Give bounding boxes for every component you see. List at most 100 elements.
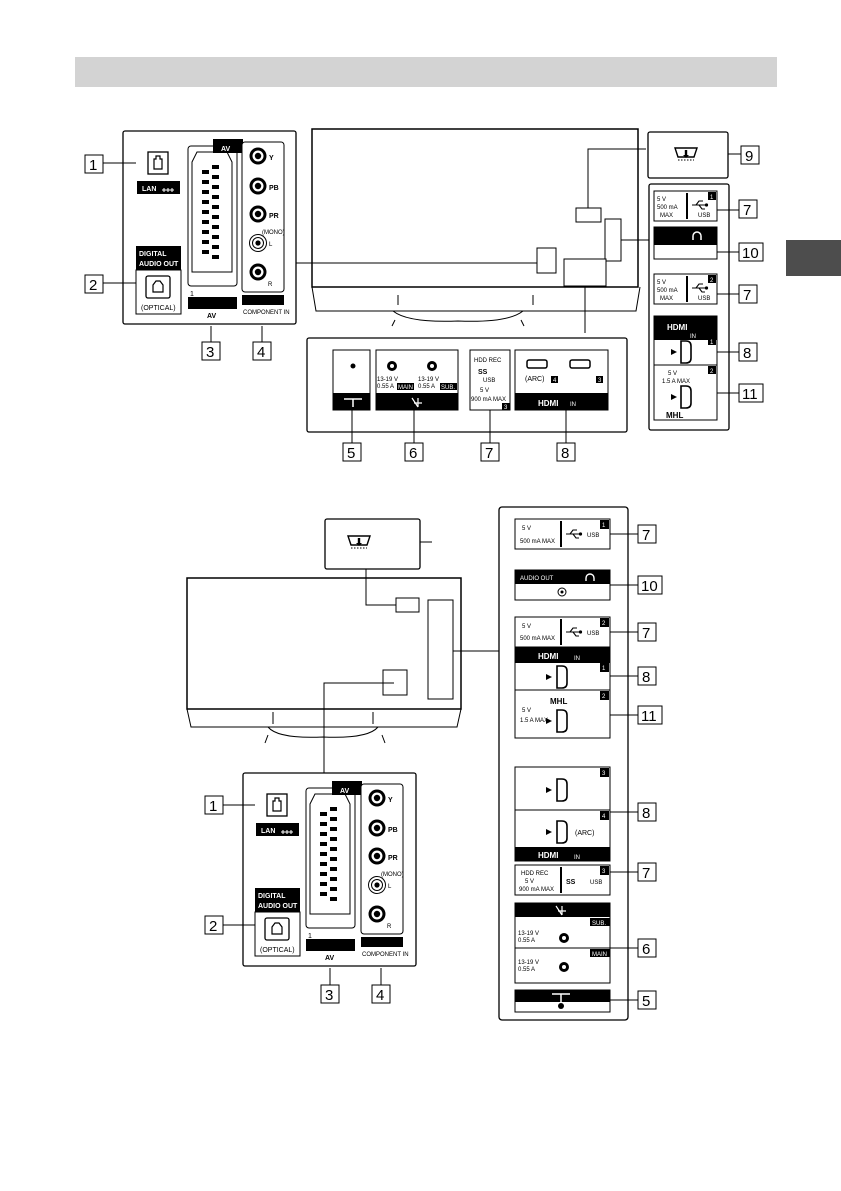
- svg-text:LAN: LAN: [261, 828, 275, 835]
- top-side-panel: 5 V 500 mA MAX USB 1 AUDIO OUT 5 V 500 m…: [648, 183, 730, 431]
- svg-text:SUB.: SUB.: [441, 385, 455, 391]
- svg-text:AUDIO OUT: AUDIO OUT: [520, 576, 554, 582]
- svg-text:5 V: 5 V: [480, 388, 489, 394]
- svg-text:2: 2: [234, 142, 238, 149]
- svg-text:MAIN: MAIN: [398, 385, 413, 391]
- svg-text:1: 1: [602, 666, 606, 672]
- svg-text:7: 7: [642, 865, 650, 882]
- svg-text:5 V: 5 V: [522, 624, 531, 630]
- bottom-scart-block: 1 AV: [305, 787, 356, 962]
- svg-text:4: 4: [257, 344, 265, 361]
- svg-text:AV: AV: [221, 146, 231, 153]
- svg-text:(OPTICAL): (OPTICAL): [141, 305, 176, 312]
- top-digital-audio-out: DIGITAL AUDIO OUT (OPTICAL): [135, 246, 182, 315]
- svg-text:3: 3: [602, 869, 606, 875]
- svg-text:500 mA: 500 mA: [657, 288, 678, 294]
- bottom-digital-audio-out: DIGITAL AUDIO OUT (OPTICAL): [254, 888, 301, 957]
- svg-text:HDMI: HDMI: [538, 652, 558, 661]
- svg-text:COMPONENT IN: COMPONENT IN: [243, 310, 290, 316]
- svg-text:0.55 A: 0.55 A: [518, 938, 535, 944]
- svg-text:IN: IN: [574, 855, 580, 861]
- top-ir-blaster-jack: 9: [647, 131, 760, 179]
- svg-text:4: 4: [376, 987, 384, 1004]
- svg-text:5: 5: [347, 445, 355, 462]
- svg-text:MHL: MHL: [550, 697, 567, 706]
- svg-text:2: 2: [209, 918, 217, 935]
- bottom-ir-blaster-jack: [324, 518, 432, 606]
- svg-text:5 V: 5 V: [657, 280, 666, 286]
- svg-text:0.55 A: 0.55 A: [518, 967, 535, 973]
- svg-text:AV: AV: [325, 955, 335, 962]
- bottom-component-block: AV 2 Y PB PR (MONO) L R COMPONENT IN: [332, 781, 409, 958]
- svg-text:L: L: [388, 884, 392, 890]
- svg-text:500 mA MAX: 500 mA MAX: [520, 636, 555, 642]
- svg-text:13-19 V: 13-19 V: [518, 931, 539, 937]
- svg-text:(MONO): (MONO): [262, 230, 285, 236]
- svg-text:(MONO): (MONO): [381, 872, 404, 878]
- svg-text:3: 3: [325, 987, 333, 1004]
- svg-text:USB: USB: [590, 880, 602, 886]
- svg-text:6: 6: [642, 941, 650, 958]
- svg-text:HDMI: HDMI: [667, 323, 687, 332]
- svg-text:1: 1: [190, 291, 194, 298]
- svg-text:1.5 A MAX: 1.5 A MAX: [662, 379, 690, 385]
- svg-text:R: R: [268, 282, 273, 288]
- svg-text:HDD REC: HDD REC: [521, 871, 549, 877]
- svg-text:DIGITAL: DIGITAL: [258, 893, 286, 900]
- svg-text:USB: USB: [698, 213, 710, 219]
- svg-text:PR: PR: [388, 855, 398, 862]
- bottom-lan-block: LAN: [256, 793, 299, 836]
- svg-text:11: 11: [641, 708, 657, 725]
- svg-text:USB: USB: [698, 296, 710, 302]
- svg-text:AV: AV: [207, 313, 217, 320]
- svg-text:(OPTICAL): (OPTICAL): [260, 947, 295, 954]
- svg-text:7: 7: [642, 527, 650, 544]
- svg-text:HDD REC: HDD REC: [474, 358, 502, 364]
- svg-text:SUB.: SUB.: [592, 921, 606, 927]
- svg-text:DIGITAL: DIGITAL: [139, 251, 167, 258]
- svg-text:5 V: 5 V: [522, 708, 531, 714]
- svg-text:500 mA MAX: 500 mA MAX: [520, 539, 555, 545]
- svg-text:4: 4: [553, 378, 557, 384]
- svg-text:2: 2: [353, 784, 357, 791]
- svg-text:5 V: 5 V: [525, 879, 534, 885]
- svg-text:900 mA MAX: 900 mA MAX: [519, 887, 554, 893]
- svg-text:AV: AV: [340, 788, 350, 795]
- svg-text:1: 1: [710, 195, 714, 201]
- svg-text:9: 9: [745, 148, 753, 165]
- svg-text:7: 7: [743, 287, 751, 304]
- svg-text:IN: IN: [574, 656, 580, 662]
- svg-text:AUDIO OUT: AUDIO OUT: [258, 903, 298, 910]
- svg-text:7: 7: [485, 445, 493, 462]
- svg-text:1: 1: [710, 340, 714, 346]
- svg-text:3: 3: [602, 771, 606, 777]
- svg-text:2: 2: [710, 369, 714, 375]
- ethernet-icon: [162, 188, 174, 192]
- svg-text:AUDIO OUT: AUDIO OUT: [139, 261, 179, 268]
- svg-text:MAX: MAX: [660, 296, 673, 302]
- top-component-block: AV 2 Y PB PR (MONO) L R COMPONENT IN: [213, 139, 290, 316]
- optical-port-icon: [145, 275, 171, 299]
- svg-text:1: 1: [308, 933, 312, 940]
- svg-text:2: 2: [602, 694, 606, 700]
- svg-text:8: 8: [561, 445, 569, 462]
- svg-text:IN: IN: [570, 402, 576, 408]
- svg-text:500 mA: 500 mA: [657, 205, 678, 211]
- svg-text:PR: PR: [269, 213, 279, 220]
- headphone-icon: [692, 231, 702, 240]
- svg-text:8: 8: [642, 805, 650, 822]
- chapter-side-tab: [786, 240, 841, 276]
- svg-text:AUDIO OUT: AUDIO OUT: [660, 248, 700, 255]
- svg-text:SS: SS: [478, 369, 488, 376]
- svg-text:5: 5: [642, 993, 650, 1010]
- svg-text:PB: PB: [388, 827, 398, 834]
- svg-text:MHL: MHL: [666, 411, 683, 420]
- svg-text:2: 2: [602, 621, 606, 627]
- svg-text:(ARC): (ARC): [525, 376, 544, 383]
- svg-text:7: 7: [743, 202, 751, 219]
- bottom-left-terminal-panel: [242, 772, 417, 967]
- svg-text:USB: USB: [587, 533, 599, 539]
- ir-blaster-icon: [674, 147, 698, 161]
- svg-text:8: 8: [642, 669, 650, 686]
